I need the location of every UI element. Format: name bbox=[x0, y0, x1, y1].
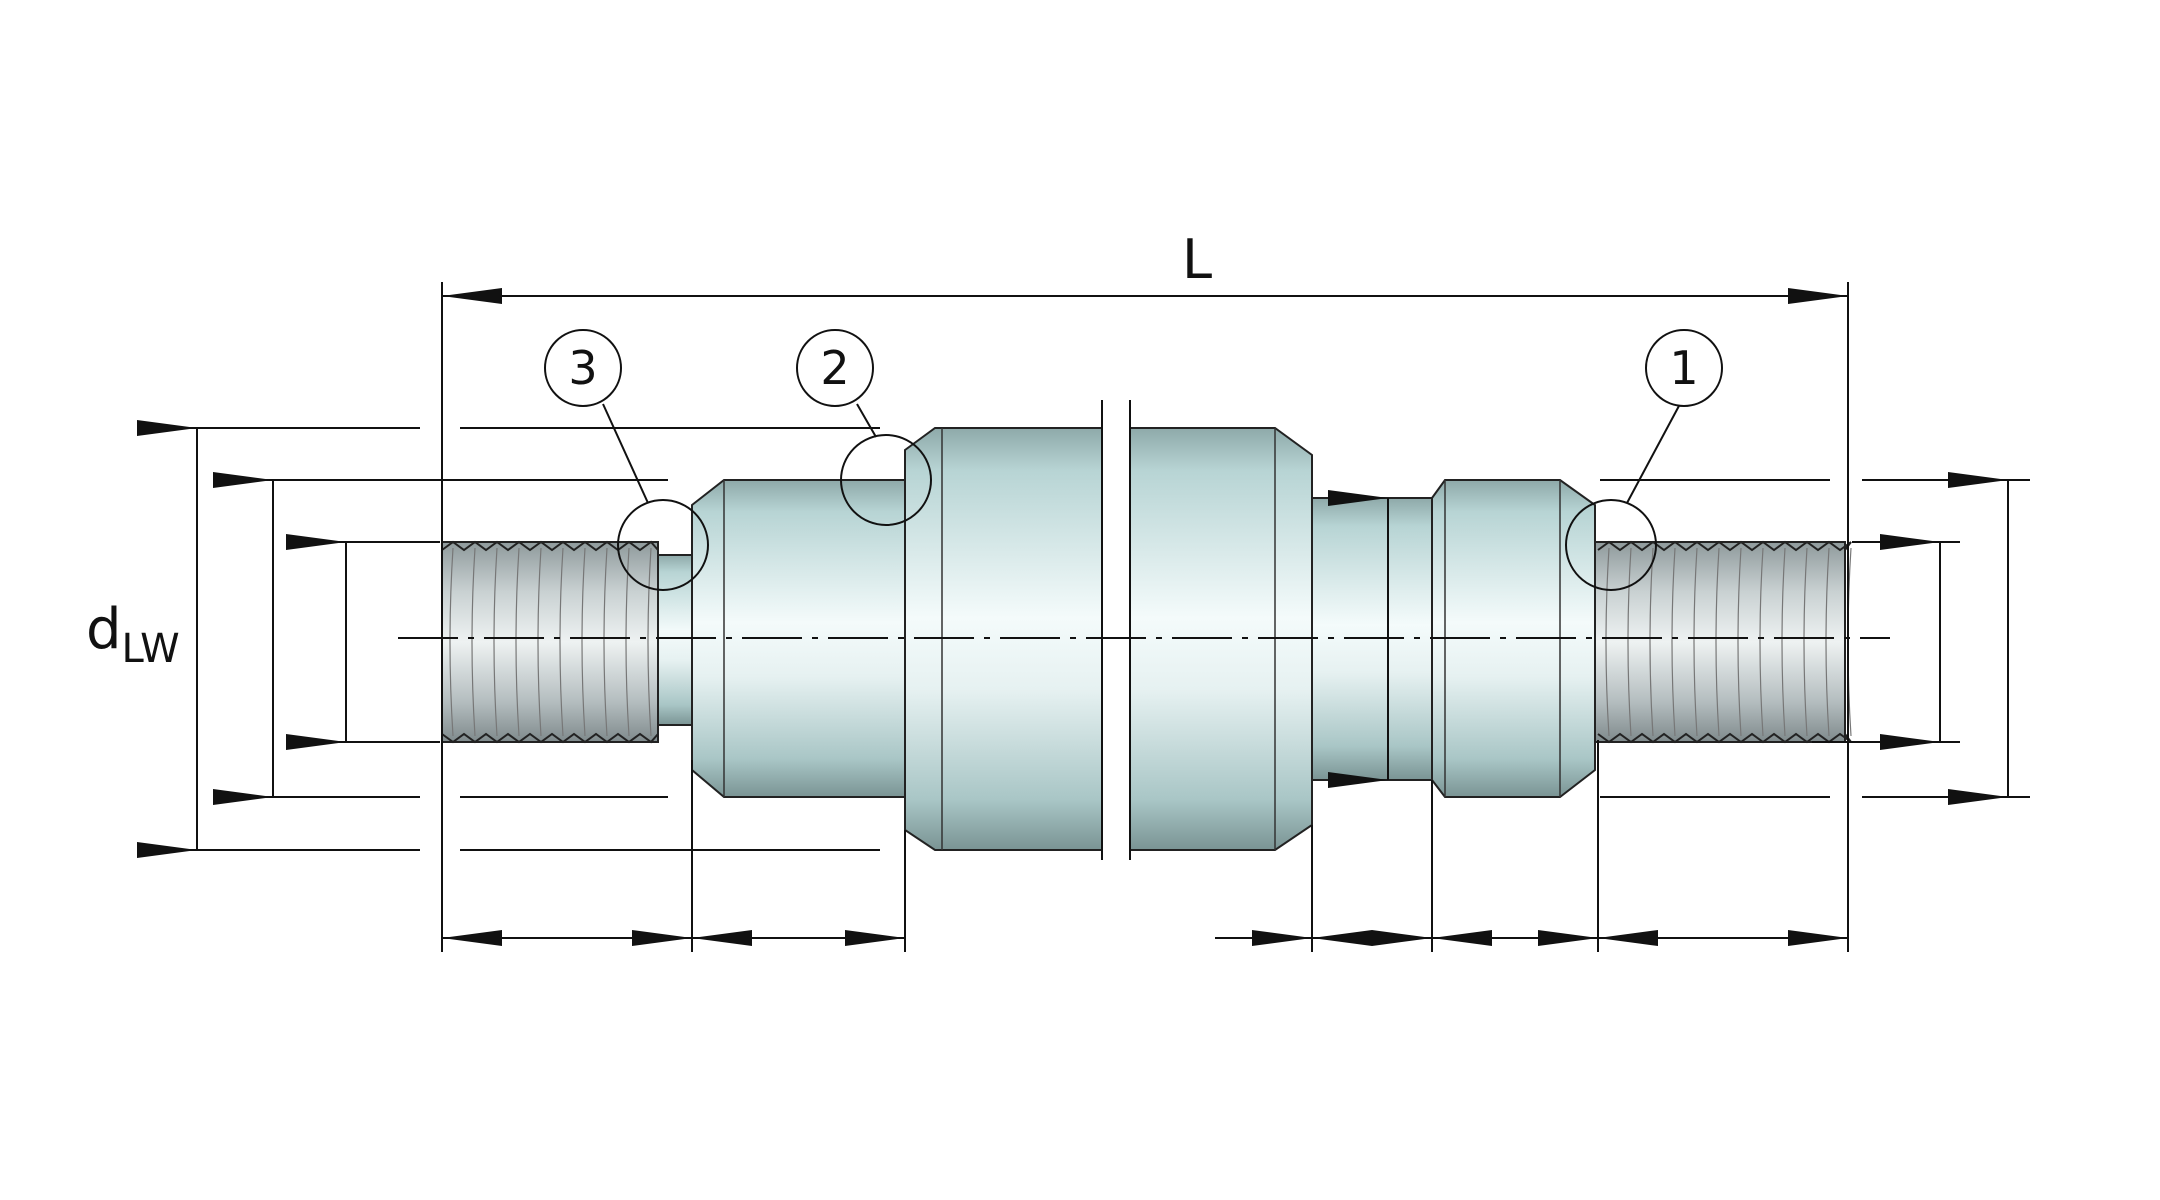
thread-flank bbox=[1671, 547, 1676, 737]
callout-leaders bbox=[602, 403, 1681, 504]
callout-circle bbox=[544, 329, 622, 407]
thread-flank bbox=[1649, 547, 1654, 737]
thread-flank bbox=[1759, 547, 1764, 737]
thread-crest bbox=[441, 732, 659, 744]
diameter-label: dLW bbox=[86, 597, 180, 672]
thread-lines bbox=[441, 540, 1852, 744]
thread-crest bbox=[1597, 540, 1852, 552]
thread-flank bbox=[603, 547, 608, 737]
detail-circle-3 bbox=[617, 499, 709, 591]
detail-circle-2 bbox=[840, 434, 932, 526]
break-lines bbox=[1101, 400, 1131, 860]
detail-circles bbox=[617, 434, 1657, 591]
thread-flank bbox=[449, 547, 454, 737]
diameter-symbol: d bbox=[86, 597, 122, 662]
thread-flank bbox=[1781, 547, 1786, 737]
thread-flank bbox=[471, 547, 476, 737]
overall-length-label: L bbox=[1182, 228, 1212, 291]
thread-flank bbox=[1693, 547, 1698, 737]
thread-flank bbox=[1605, 547, 1610, 737]
thread-flank bbox=[493, 547, 498, 737]
thread-crest bbox=[441, 540, 659, 552]
thread-flank bbox=[1737, 547, 1742, 737]
left-neck bbox=[657, 554, 693, 726]
callout-1: 1 bbox=[1645, 329, 1723, 407]
diameter-subscript: LW bbox=[122, 626, 180, 672]
thread-flank bbox=[1627, 547, 1632, 737]
detail-circle-1 bbox=[1565, 499, 1657, 591]
callout-3: 3 bbox=[544, 329, 622, 407]
thread-flank bbox=[647, 547, 652, 737]
thread-flank bbox=[1803, 547, 1808, 737]
dimension-lines bbox=[137, 288, 2009, 946]
thread-flank bbox=[581, 547, 586, 737]
thread-flank bbox=[537, 547, 542, 737]
thread-flank bbox=[625, 547, 630, 737]
callout-circle bbox=[796, 329, 874, 407]
right-threaded-end bbox=[1594, 541, 1846, 743]
left-threaded-end bbox=[441, 541, 659, 743]
right-collar bbox=[1431, 479, 1596, 798]
callout-number: 3 bbox=[568, 341, 597, 395]
thread-flank bbox=[1825, 547, 1830, 737]
callout-number: 2 bbox=[820, 341, 849, 395]
thread-crest bbox=[1597, 732, 1852, 744]
callout-circle bbox=[1645, 329, 1723, 407]
thread-flank bbox=[559, 547, 564, 737]
break-gap bbox=[1102, 400, 1130, 870]
thread-flank bbox=[1715, 547, 1720, 737]
callout-2: 2 bbox=[796, 329, 874, 407]
callout-number: 1 bbox=[1669, 341, 1698, 395]
thread-flank bbox=[515, 547, 520, 737]
